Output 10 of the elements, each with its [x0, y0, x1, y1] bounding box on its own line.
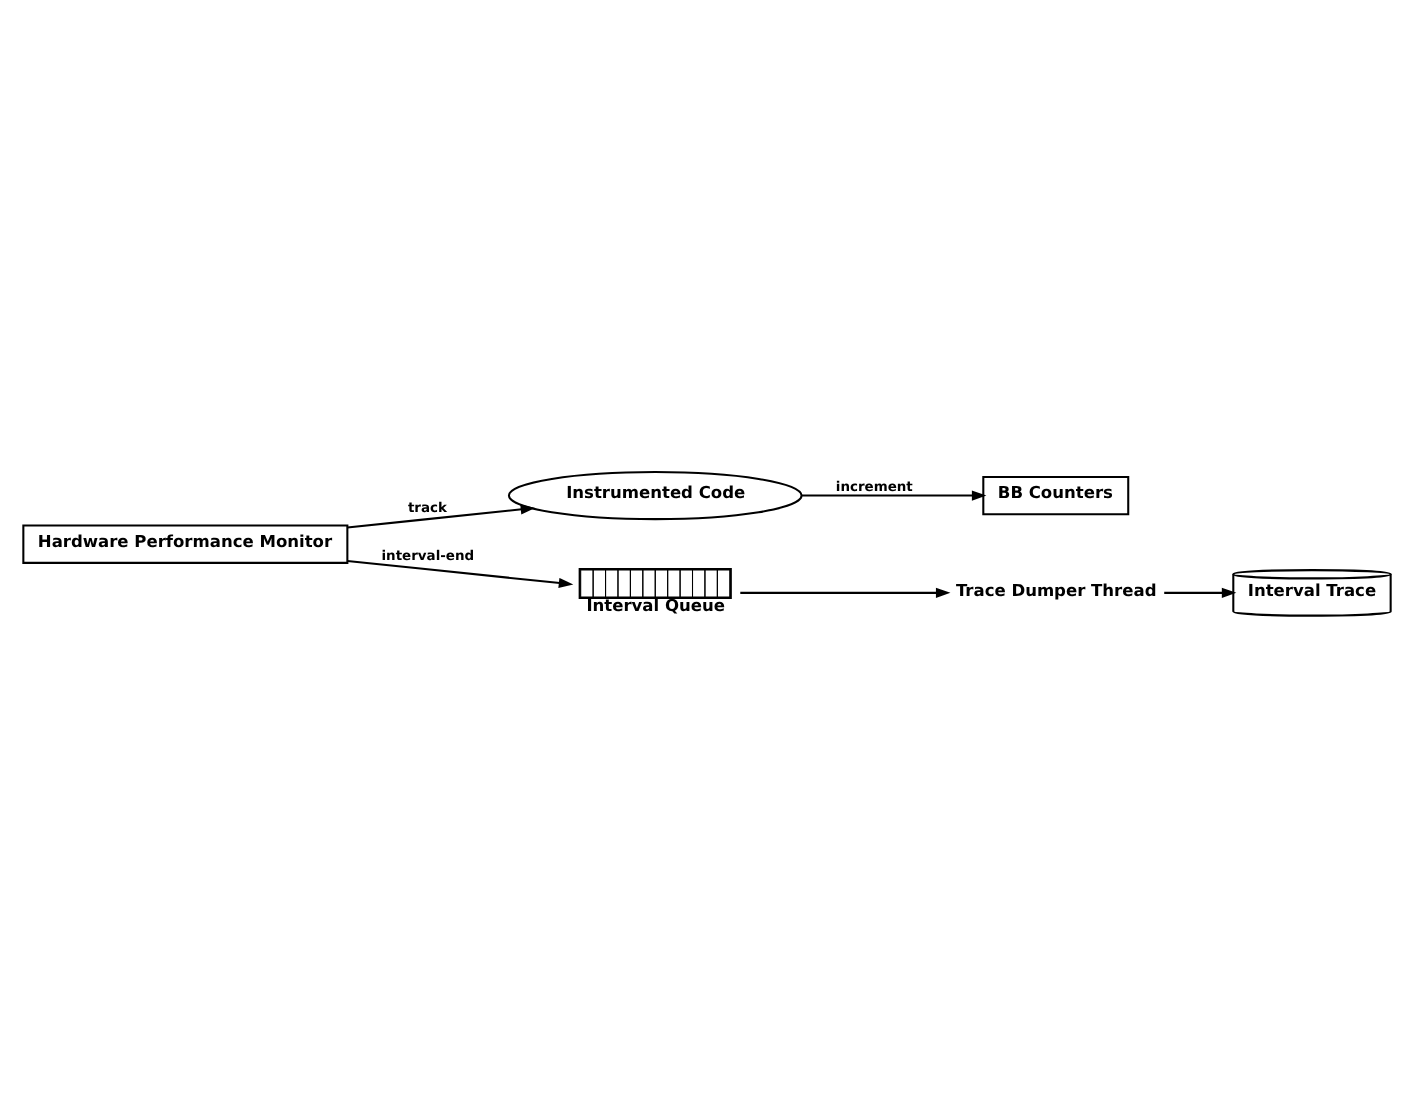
arrow	[739, 587, 950, 598]
arrow	[1163, 587, 1236, 598]
node-label: Interval Queue	[585, 595, 724, 616]
arrow	[346, 504, 535, 529]
node-box: BB Counters	[981, 475, 1129, 516]
arrow	[346, 559, 573, 588]
node-ellipse: Instrumented Code	[506, 470, 802, 521]
arrow	[800, 490, 986, 501]
node-text: Trace Dumper Thread	[954, 579, 1156, 600]
node-box: Hardware Performance Monitor	[21, 524, 348, 564]
